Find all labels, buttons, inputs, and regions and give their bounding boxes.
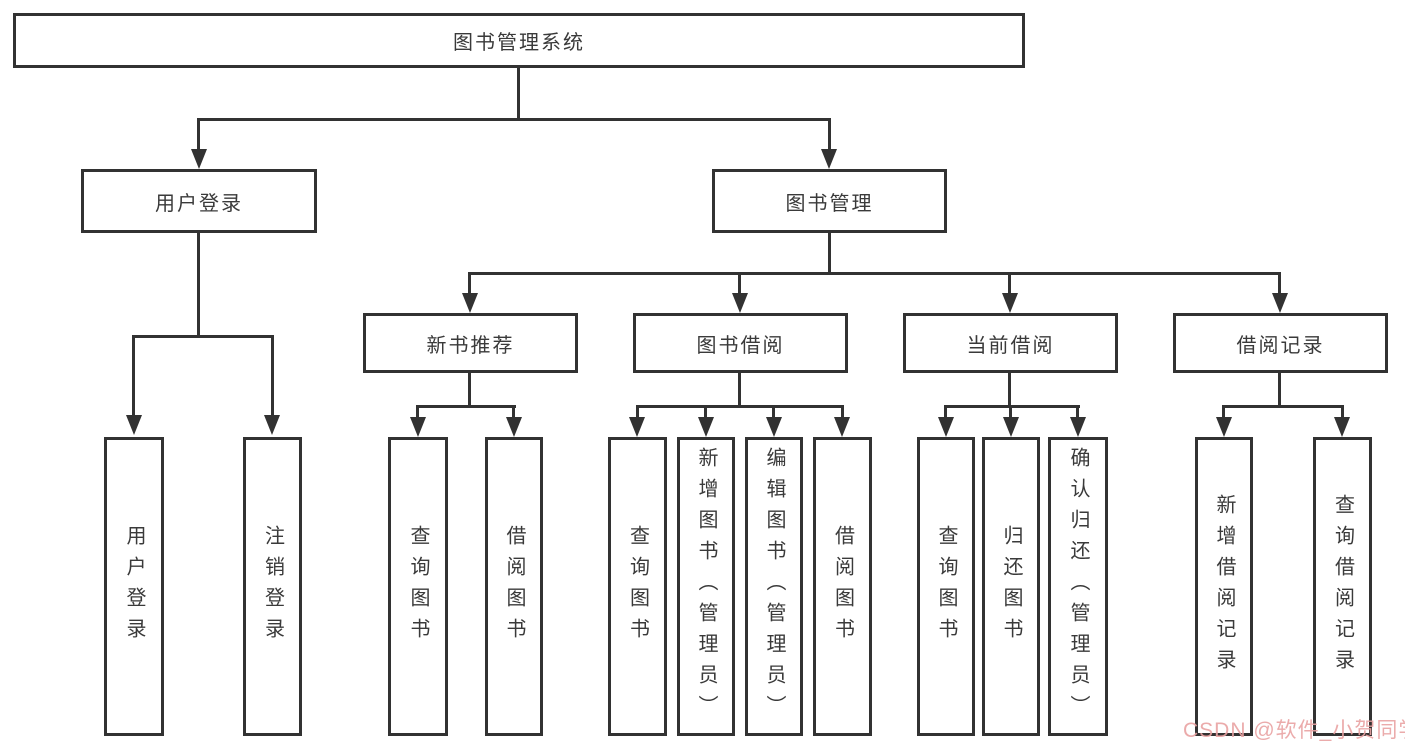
node-label: 借阅图书 bbox=[503, 524, 525, 649]
node-label: 归还图书 bbox=[1000, 524, 1022, 649]
connector-line bbox=[416, 405, 419, 417]
connector-line bbox=[271, 335, 274, 415]
node-new-book-recommend: 新书推荐 bbox=[363, 313, 578, 373]
connector-line bbox=[132, 335, 274, 338]
arrow-down-icon bbox=[462, 293, 478, 313]
leaf-br-query-record: 查询借阅记录 bbox=[1313, 437, 1372, 736]
node-label: 当前借阅 bbox=[966, 334, 1055, 357]
node-label: 查询借阅记录 bbox=[1331, 493, 1354, 680]
leaf-nbr-query-book: 查询图书 bbox=[388, 437, 448, 736]
leaf-nbr-borrow-book: 借阅图书 bbox=[485, 437, 543, 736]
node-book-management: 图书管理 bbox=[712, 169, 947, 233]
node-label: 查询图书 bbox=[407, 524, 429, 649]
connector-line bbox=[468, 272, 471, 293]
node-label: 用户登录 bbox=[155, 192, 243, 215]
connector-line bbox=[772, 405, 775, 417]
connector-line bbox=[1076, 405, 1079, 417]
connector-line bbox=[828, 233, 831, 272]
node-label: 图书管理系统 bbox=[453, 32, 585, 54]
arrow-down-icon bbox=[1272, 293, 1288, 313]
node-label: 编辑图书（管理员） bbox=[763, 447, 785, 726]
arrow-down-icon bbox=[1334, 417, 1350, 437]
arrow-down-icon bbox=[506, 417, 522, 437]
connector-line bbox=[1341, 405, 1344, 417]
connector-line bbox=[468, 272, 1281, 275]
leaf-cb-return-book: 归还图书 bbox=[982, 437, 1040, 736]
leaf-br-add-record: 新增借阅记录 bbox=[1195, 437, 1253, 736]
connector-line bbox=[512, 405, 515, 417]
connector-line bbox=[416, 405, 516, 408]
node-label: 借阅图书 bbox=[831, 524, 854, 649]
arrow-down-icon bbox=[1070, 417, 1086, 437]
leaf-bb-add-book: 新增图书（管理员） bbox=[677, 437, 735, 736]
arrow-down-icon bbox=[821, 149, 837, 169]
connector-line bbox=[1278, 272, 1281, 293]
arrow-down-icon bbox=[698, 417, 714, 437]
connector-line bbox=[1278, 373, 1281, 405]
node-label: 注销登录 bbox=[261, 524, 284, 649]
connector-line bbox=[517, 68, 520, 118]
connector-line bbox=[1008, 272, 1011, 293]
arrow-down-icon bbox=[1002, 293, 1018, 313]
node-user-login: 用户登录 bbox=[81, 169, 317, 233]
node-label: 确认归还（管理员） bbox=[1067, 447, 1089, 726]
arrow-down-icon bbox=[264, 415, 280, 435]
node-label: 图书借阅 bbox=[696, 334, 785, 357]
leaf-bb-query-book: 查询图书 bbox=[608, 437, 667, 736]
arrow-down-icon bbox=[191, 149, 207, 169]
node-label: 查询图书 bbox=[935, 524, 957, 649]
connector-line bbox=[944, 405, 1080, 408]
connector-line bbox=[197, 118, 200, 149]
connector-line bbox=[636, 405, 639, 417]
node-label: 新增借阅记录 bbox=[1213, 493, 1235, 680]
connector-line bbox=[1222, 405, 1344, 408]
watermark-text: CSDN @软件_小贺同学 bbox=[1183, 719, 1405, 742]
connector-line bbox=[468, 373, 471, 405]
node-book-borrow: 图书借阅 bbox=[633, 313, 848, 373]
connector-line bbox=[132, 335, 135, 415]
connector-line bbox=[828, 118, 831, 149]
connector-line bbox=[1222, 405, 1225, 417]
node-root-system: 图书管理系统 bbox=[13, 13, 1025, 68]
connector-line bbox=[1009, 405, 1012, 417]
connector-line bbox=[738, 272, 741, 293]
node-current-borrow: 当前借阅 bbox=[903, 313, 1118, 373]
connector-line bbox=[944, 405, 947, 417]
arrow-down-icon bbox=[629, 417, 645, 437]
leaf-cb-query-book: 查询图书 bbox=[917, 437, 975, 736]
arrow-down-icon bbox=[732, 293, 748, 313]
connector-line bbox=[841, 405, 844, 417]
node-label: 借阅记录 bbox=[1236, 334, 1325, 357]
connector-line bbox=[738, 373, 741, 405]
arrow-down-icon bbox=[410, 417, 426, 437]
connector-line bbox=[197, 118, 831, 121]
arrow-down-icon bbox=[1216, 417, 1232, 437]
connector-line bbox=[197, 233, 200, 335]
leaf-user-login: 用户登录 bbox=[104, 437, 164, 736]
node-label: 用户登录 bbox=[123, 524, 145, 649]
node-label: 新书推荐 bbox=[426, 334, 515, 357]
connector-line bbox=[704, 405, 707, 417]
connector-line bbox=[636, 405, 844, 408]
leaf-logout-login: 注销登录 bbox=[243, 437, 302, 736]
arrow-down-icon bbox=[126, 415, 142, 435]
leaf-bb-edit-book: 编辑图书（管理员） bbox=[745, 437, 803, 736]
arrow-down-icon bbox=[1003, 417, 1019, 437]
node-borrow-records: 借阅记录 bbox=[1173, 313, 1388, 373]
node-label: 查询图书 bbox=[626, 524, 649, 649]
arrow-down-icon bbox=[834, 417, 850, 437]
leaf-bb-borrow-book: 借阅图书 bbox=[813, 437, 872, 736]
arrow-down-icon bbox=[766, 417, 782, 437]
connector-line bbox=[1008, 373, 1011, 405]
arrow-down-icon bbox=[938, 417, 954, 437]
node-label: 图书管理 bbox=[785, 192, 874, 215]
node-label: 新增图书（管理员） bbox=[695, 447, 717, 726]
leaf-cb-confirm-return: 确认归还（管理员） bbox=[1048, 437, 1108, 736]
